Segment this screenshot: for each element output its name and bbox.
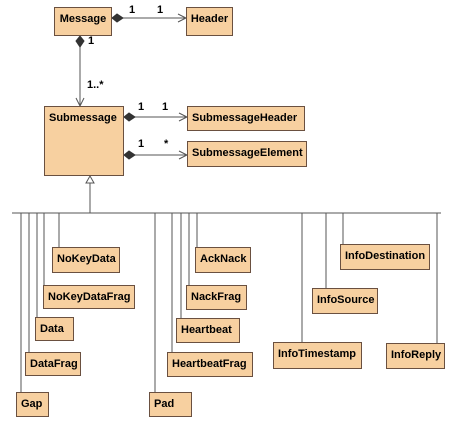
class-data[interactable]: Data [35, 317, 74, 341]
class-message[interactable]: Message [54, 7, 112, 36]
diamond-sub-element [123, 150, 136, 160]
class-submessage-label: Submessage [49, 112, 117, 124]
class-submessage[interactable]: Submessage [44, 106, 124, 176]
diamond-message-header [111, 13, 124, 23]
class-submessage-header-label: SubmessageHeader [192, 112, 298, 124]
class-datafrag-label: DataFrag [30, 358, 78, 370]
class-infosource-label: InfoSource [317, 294, 375, 306]
class-header-label: Header [190, 13, 229, 25]
mult-sub-element-src: 1 [138, 138, 145, 150]
generalization-triangle [85, 174, 95, 184]
class-infosource[interactable]: InfoSource [312, 288, 378, 314]
class-heartbeat[interactable]: Heartbeat [176, 318, 240, 343]
class-nackfrag[interactable]: NackFrag [186, 285, 247, 310]
class-message-label: Message [59, 13, 107, 25]
mult-message-submessage-dst: 1..* [87, 79, 104, 91]
class-infotimestamp[interactable]: InfoTimestamp [273, 342, 362, 369]
class-infotimestamp-label: InfoTimestamp [278, 348, 357, 360]
diamond-message-submessage [75, 35, 85, 48]
class-inforeply-label: InfoReply [391, 349, 442, 361]
mult-sub-element-dst: * [164, 138, 169, 150]
class-submessage-header[interactable]: SubmessageHeader [187, 106, 305, 131]
class-nackfrag-label: NackFrag [191, 291, 242, 303]
diamond-sub-header [123, 112, 136, 122]
mult-sub-header-src: 1 [138, 101, 145, 113]
class-pad[interactable]: Pad [149, 392, 192, 417]
class-nokeydata[interactable]: NoKeyData [52, 247, 120, 273]
class-infodestination-label: InfoDestination [345, 250, 426, 262]
mult-message-header-dst: 1 [157, 4, 164, 16]
class-nokeydatafrag-label: NoKeyDataFrag [48, 291, 131, 303]
class-inforeply[interactable]: InfoReply [386, 343, 445, 369]
class-nokeydata-label: NoKeyData [57, 253, 116, 265]
class-acknack[interactable]: AckNack [195, 247, 251, 273]
class-pad-label: Pad [154, 398, 175, 410]
mult-message-header-src: 1 [129, 4, 136, 16]
class-data-label: Data [40, 323, 64, 335]
class-gap-label: Gap [21, 398, 43, 410]
class-infodestination[interactable]: InfoDestination [340, 244, 430, 270]
class-heartbeatfrag-label: HeartbeatFrag [172, 358, 247, 370]
class-submessage-element-label: SubmessageElement [192, 147, 303, 159]
class-acknack-label: AckNack [200, 253, 247, 265]
class-submessage-element[interactable]: SubmessageElement [187, 141, 307, 167]
class-datafrag[interactable]: DataFrag [25, 352, 81, 376]
class-heartbeatfrag[interactable]: HeartbeatFrag [167, 352, 253, 377]
class-heartbeat-label: Heartbeat [181, 324, 232, 336]
mult-message-submessage-src: 1 [88, 35, 95, 47]
class-gap[interactable]: Gap [16, 392, 49, 417]
mult-sub-header-dst: 1 [162, 101, 169, 113]
class-header[interactable]: Header [186, 7, 233, 36]
class-nokeydatafrag[interactable]: NoKeyDataFrag [43, 285, 135, 309]
